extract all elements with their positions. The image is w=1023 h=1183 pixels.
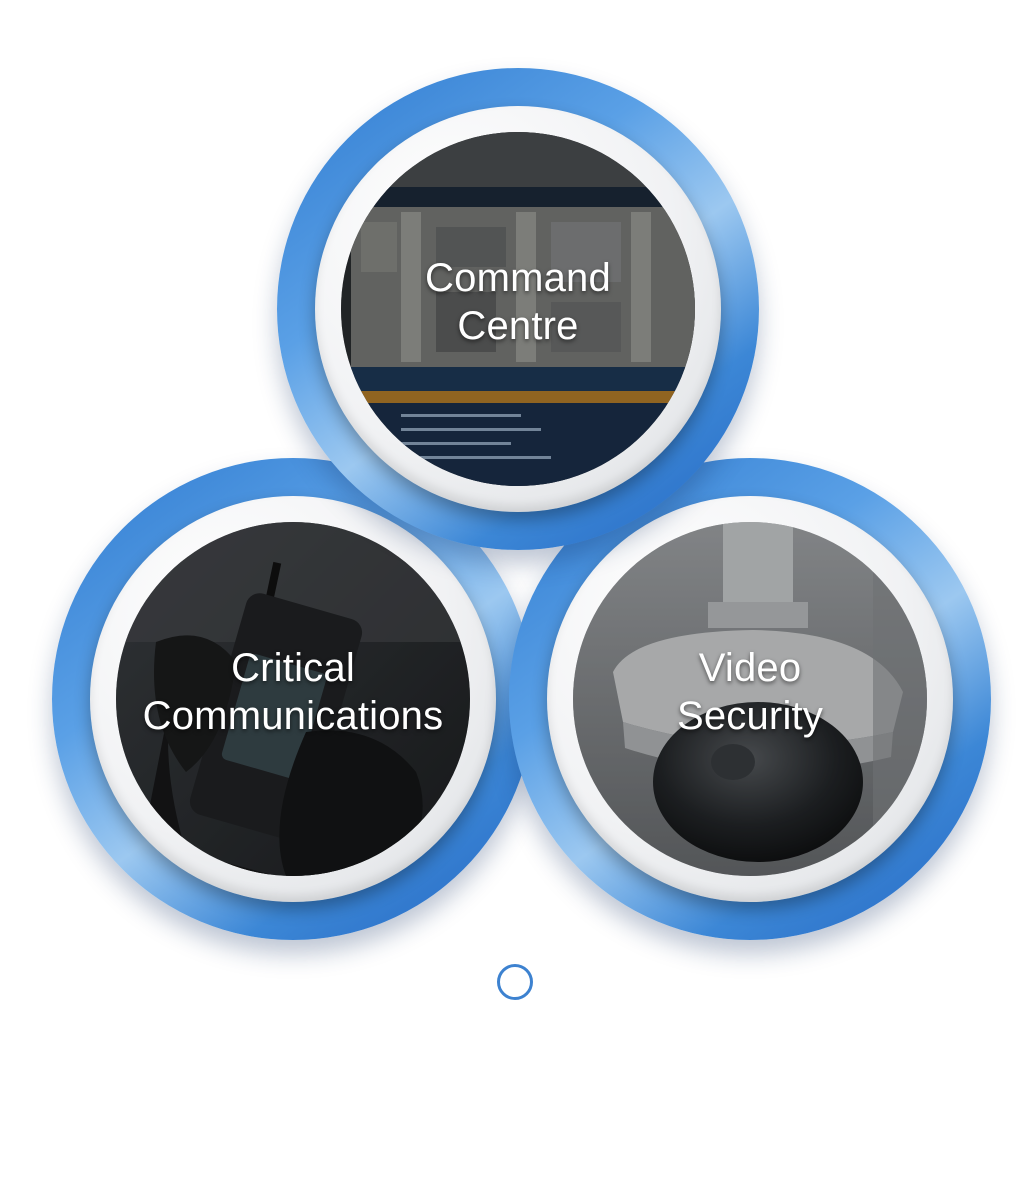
camera-photo: Video Security [573,522,927,876]
card-title-line-1: Critical [231,646,355,690]
command-centre-card[interactable]: Command Centre [277,68,759,550]
card-title-line-1: Video [698,646,802,690]
card-title-line-2: Security [676,694,824,738]
card-title: Command Centre [341,254,695,350]
radio-photo: Critical Communications [116,522,470,876]
card-title: Critical Communications [116,644,470,740]
command-centre-photo: Command Centre [341,132,695,486]
card-title-line-2: Centre [457,304,579,348]
pagination-indicator[interactable] [497,964,533,1000]
card-title: Video Security [573,644,927,740]
card-title-line-2: Communications [142,694,444,738]
card-title-line-1: Command [425,256,611,300]
